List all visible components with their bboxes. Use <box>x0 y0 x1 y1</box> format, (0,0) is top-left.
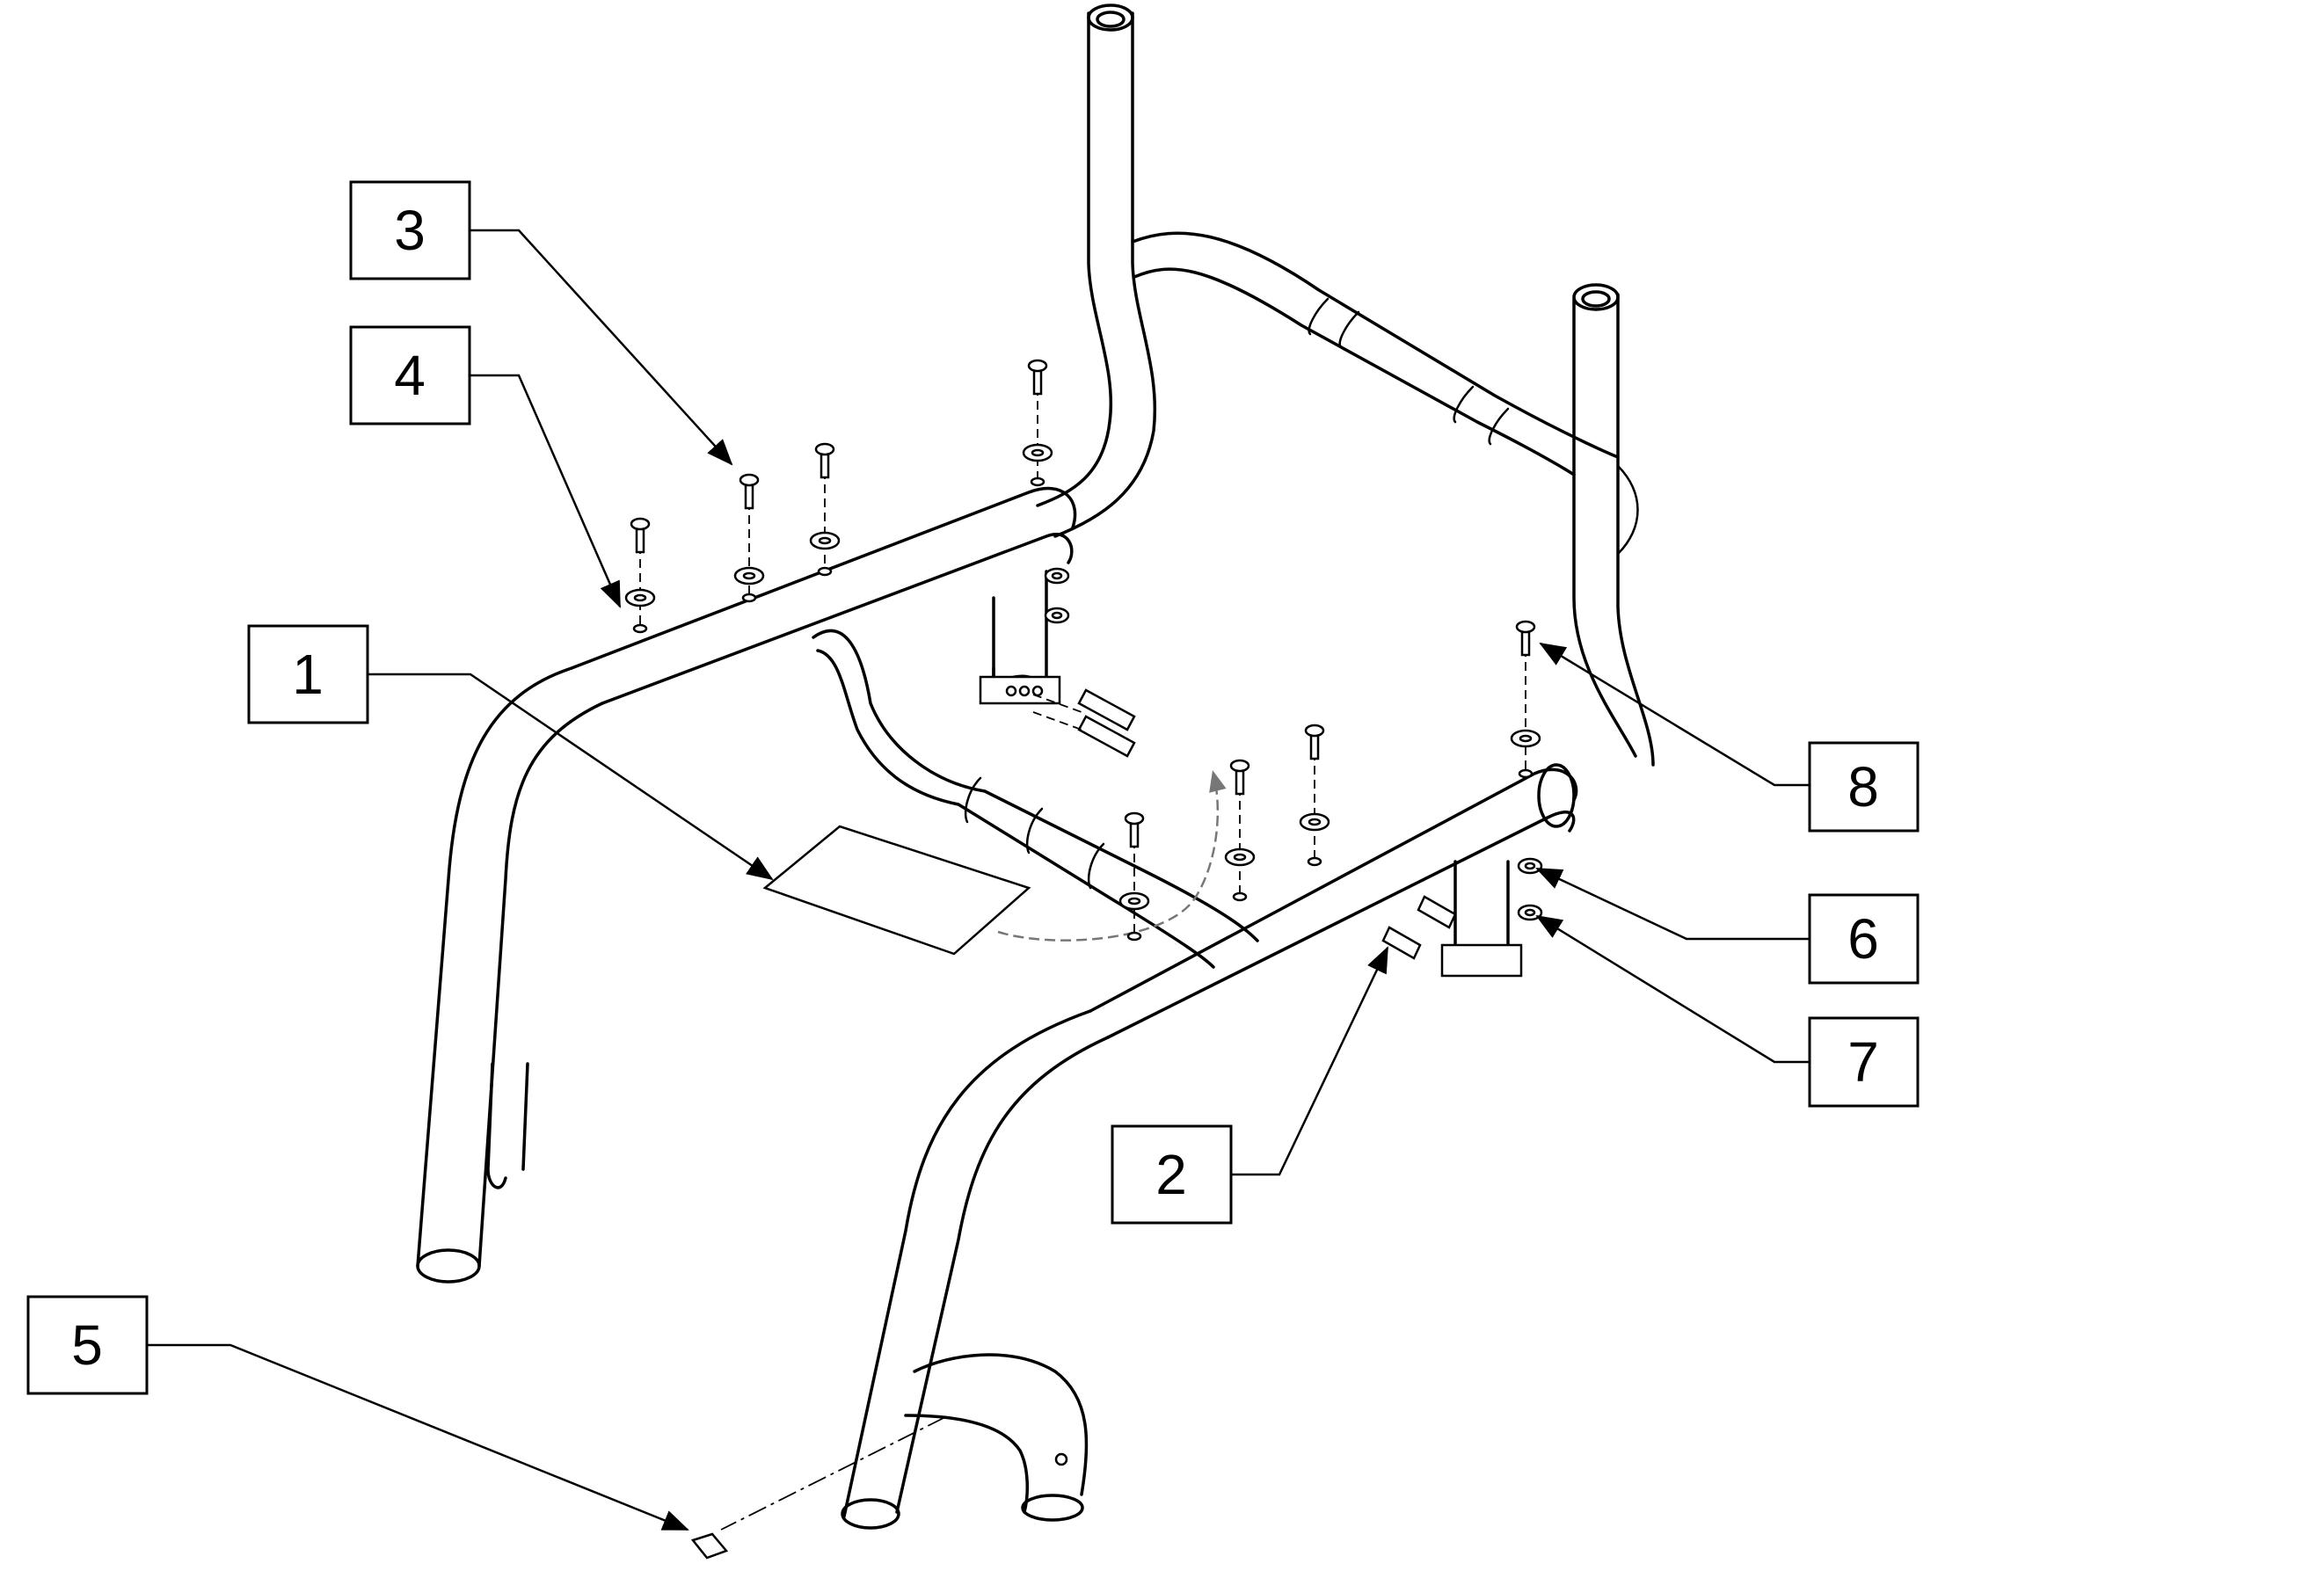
grip-stripe <box>855 845 1006 898</box>
clamp-bolts-part-2 <box>1032 688 1457 960</box>
callout-1: 1 <box>247 624 369 724</box>
grip-stripe <box>809 863 960 918</box>
callout-5-label: 5 <box>71 1313 103 1377</box>
callout-3: 3 <box>349 180 471 280</box>
screw-assembly <box>1510 620 1541 779</box>
screw-assembly <box>1118 811 1150 942</box>
callout-4-label: 4 <box>394 344 426 407</box>
callout-8: 8 <box>1808 741 1920 833</box>
screw-assembly <box>1224 759 1256 902</box>
grip-stripe <box>817 861 967 914</box>
callout-6-label: 6 <box>1847 907 1879 971</box>
callout-2: 2 <box>1111 1124 1233 1225</box>
grip-stripe <box>794 870 945 924</box>
footplate-grip-stripes <box>786 838 1021 927</box>
callout-6: 6 <box>1808 893 1920 985</box>
grip-stripe <box>801 867 952 920</box>
grip-stripe <box>847 847 998 902</box>
grip-stripe <box>824 857 975 912</box>
grip-stripe <box>840 851 990 905</box>
callout-leaders <box>147 229 1810 1531</box>
frame-tubing <box>416 4 1655 1530</box>
callout-8-label: 8 <box>1847 755 1879 818</box>
screw-assembly <box>1022 359 1053 487</box>
callout-4: 4 <box>349 325 471 425</box>
screw-assembly <box>1299 724 1330 867</box>
screw-assembly <box>733 473 765 603</box>
callout-5: 5 <box>26 1295 149 1395</box>
nut <box>1044 607 1070 624</box>
screw-assembly <box>624 517 656 634</box>
grip-stripe <box>862 841 1013 895</box>
callout-3-label: 3 <box>394 199 426 262</box>
callout-7-label: 7 <box>1847 1030 1879 1094</box>
screw-assembly <box>809 442 841 577</box>
nut <box>1044 567 1070 585</box>
callout-7: 7 <box>1808 1016 1920 1108</box>
hardware-fasteners <box>624 359 1543 942</box>
grip-stripe <box>786 873 937 927</box>
grip-stripe <box>832 854 983 908</box>
grip-stripe <box>870 838 1021 892</box>
callout-2-label: 2 <box>1155 1143 1187 1206</box>
nut <box>1517 857 1543 875</box>
end-cap-part-5 <box>690 1416 946 1560</box>
footplate-part-1: QUICKIE <box>762 770 1227 956</box>
callout-1-label: 1 <box>292 643 324 706</box>
